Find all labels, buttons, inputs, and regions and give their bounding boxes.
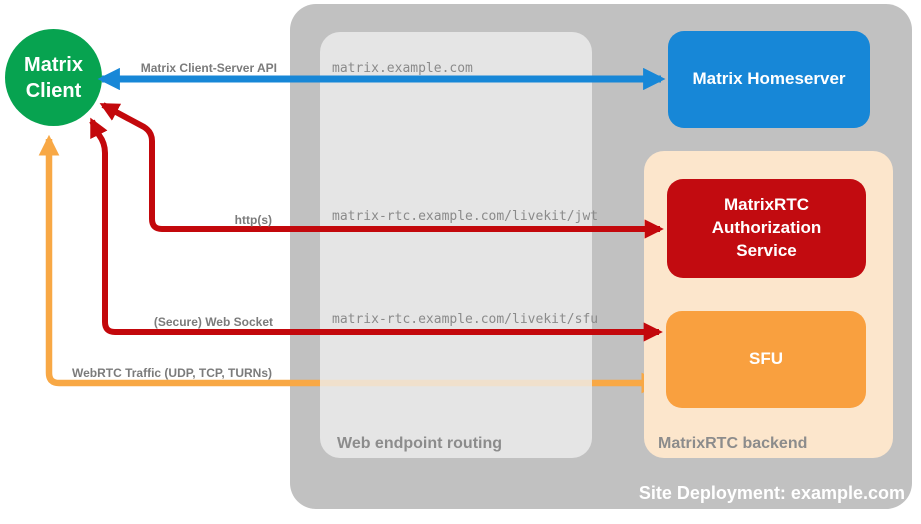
- matrix-homeserver-label: Matrix Homeserver: [692, 69, 846, 89]
- route-matrix-example-com: matrix.example.com: [332, 61, 473, 76]
- matrix-client-node: Matrix Client: [5, 29, 102, 126]
- webrtc-traffic-label: WebRTC Traffic (UDP, TCP, TURNs): [71, 366, 272, 380]
- client-server-api-label: Matrix Client-Server API: [140, 61, 277, 75]
- matrixrtc-authorization-service-node: MatrixRTC Authorization Service: [667, 179, 866, 278]
- http-label: http(s): [234, 213, 272, 227]
- matrixrtc-backend-caption: MatrixRTC backend: [658, 435, 808, 452]
- websocket-label: (Secure) Web Socket: [153, 315, 273, 329]
- matrix-client-label-line1: Matrix: [24, 53, 83, 76]
- matrix-homeserver-node: Matrix Homeserver: [668, 31, 870, 128]
- web-endpoint-routing-caption: Web endpoint routing: [337, 435, 503, 452]
- route-livekit-jwt: matrix-rtc.example.com/livekit/jwt: [332, 209, 599, 224]
- web-endpoint-routing-zone: [320, 32, 592, 458]
- route-livekit-sfu: matrix-rtc.example.com/livekit/sfu: [332, 312, 599, 327]
- sfu-node: SFU: [666, 311, 866, 408]
- sfu-label: SFU: [749, 349, 783, 369]
- matrixrtc-authorization-service-label: MatrixRTC Authorization Service: [711, 195, 822, 260]
- matrix-client-label-line2: Client: [25, 79, 82, 102]
- site-deployment-caption: Site Deployment: example.com: [638, 483, 905, 503]
